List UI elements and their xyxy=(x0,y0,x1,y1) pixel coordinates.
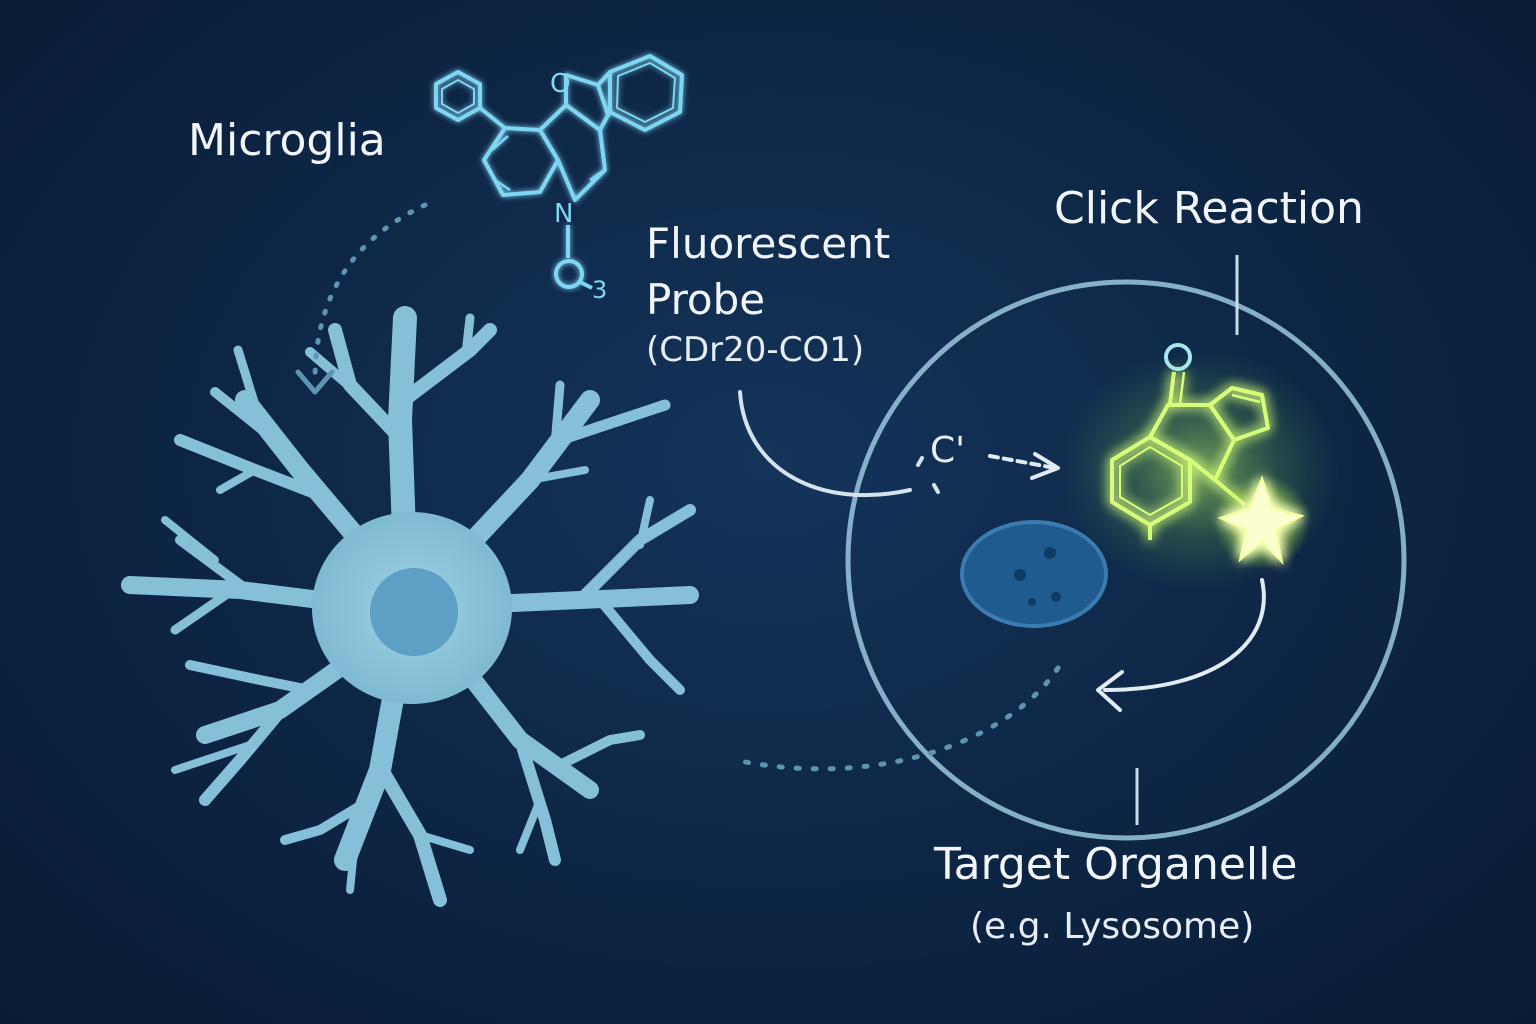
fluorescence-spark-icon xyxy=(1217,475,1305,565)
microglia-cell-icon xyxy=(121,306,699,907)
return-dotted-path xyxy=(732,665,1061,772)
target-cell-icon xyxy=(845,279,1407,841)
probe-molecule-atoms: O N xyxy=(550,69,573,229)
probe-entry-dash1 xyxy=(916,456,924,467)
click-product-molecule xyxy=(1110,371,1270,540)
atom-oxygen-top: O xyxy=(550,69,570,99)
return-arrowhead xyxy=(1096,670,1124,712)
uptake-arrowhead xyxy=(295,369,335,395)
reaction-arrow-line xyxy=(988,454,1057,470)
probe-code-label: (CDr20-CO1) xyxy=(646,330,865,370)
target-organelle-example: (e.g. Lysosome) xyxy=(970,906,1255,947)
probe-entry-dash2 xyxy=(932,483,940,494)
reactant-c-label: C' xyxy=(930,430,965,471)
probe-molecule-icon xyxy=(434,54,684,258)
atom-nitrogen: N xyxy=(554,199,573,229)
microglia-nucleus xyxy=(370,568,458,656)
probe-title-line1: Fluorescent xyxy=(646,219,891,268)
return-arrow-line xyxy=(1103,578,1266,692)
probe-title-line2: Probe xyxy=(646,275,766,324)
uptake-dotted-arrow xyxy=(312,202,428,383)
methoxy-bond xyxy=(579,280,593,290)
target-organelle-label: Target Organelle xyxy=(934,839,1298,890)
fluorescent-probe-label: Fluorescent Probe xyxy=(646,216,890,328)
methoxy-subscript: 3 xyxy=(592,276,607,304)
methoxy-o-ring xyxy=(554,259,584,289)
microglia-label: Microglia xyxy=(188,115,386,166)
probe-entry-curve xyxy=(738,390,912,498)
click-reaction-label: Click Reaction xyxy=(1054,183,1364,234)
reaction-arrowhead xyxy=(1030,452,1060,480)
lysosome-icon xyxy=(960,520,1108,628)
product-oxygen-ring xyxy=(1164,343,1192,371)
